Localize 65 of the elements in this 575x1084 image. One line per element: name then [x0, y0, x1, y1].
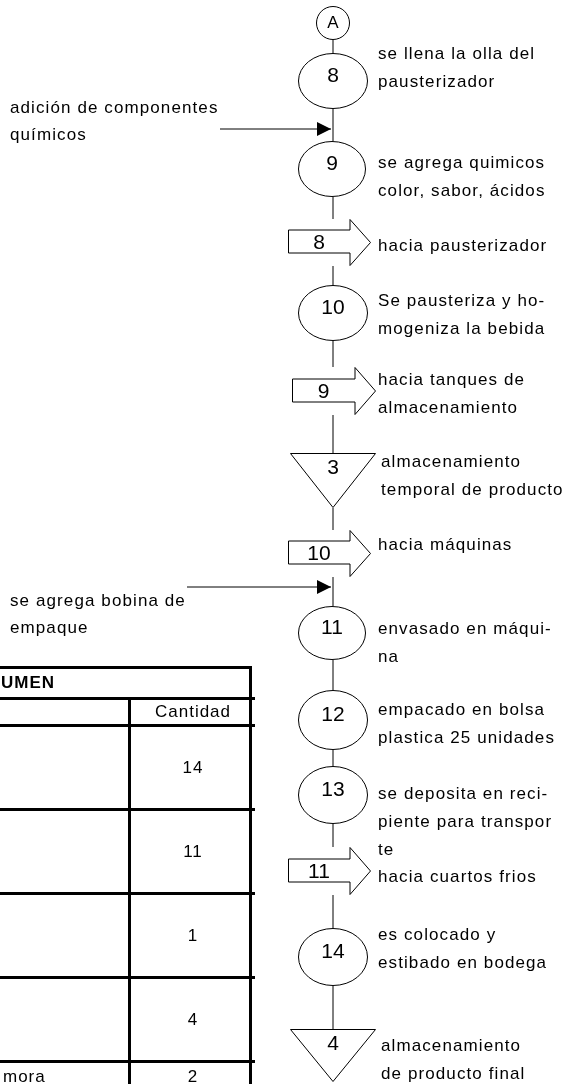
flow-line — [332, 108, 334, 142]
step-number: 10 — [306, 542, 332, 563]
step-description: Se pausteriza y ho- mogeniza la bebida — [378, 290, 547, 340]
storage-triangle — [290, 453, 376, 508]
table-value: 4 — [187, 1009, 199, 1030]
transport-symbol — [288, 219, 371, 266]
flow-line — [332, 894, 334, 929]
flow-line — [332, 985, 334, 1030]
flow-line — [332, 39, 334, 54]
step-description: hacia tanques de almacenamiento — [378, 369, 527, 419]
table-value: 14 — [182, 757, 204, 778]
step-number: 13 — [320, 778, 346, 799]
step-number: 12 — [320, 703, 346, 724]
step-description: empacado en bolsa plastica 25 unidades — [378, 699, 556, 749]
operation-circle — [298, 141, 366, 197]
step-description: hacia pausterizador — [378, 235, 549, 257]
step-description: es colocado y estibado en bodega — [378, 924, 549, 974]
step-description: almacenamiento temporal de producto — [381, 451, 565, 501]
table-value: 2 — [187, 1066, 199, 1084]
step-number: 14 — [320, 940, 346, 961]
table-title: UMEN — [1, 673, 56, 693]
flow-line — [332, 265, 334, 286]
flow-line — [332, 659, 334, 691]
transport-symbol — [292, 367, 376, 415]
connector-circle — [316, 6, 350, 40]
step-description: se agrega quimicos color, sabor, ácidos — [378, 152, 547, 202]
step-number: 3 — [326, 456, 340, 477]
step-description: hacia cuartos frios — [378, 866, 538, 888]
step-number: A — [326, 14, 340, 31]
step-description: se llena la olla del pausterizador — [378, 43, 537, 93]
flow-line — [332, 576, 334, 607]
operation-circle — [298, 53, 368, 109]
flow-line — [332, 823, 334, 848]
step-number: 8 — [326, 64, 340, 85]
storage-triangle — [290, 1029, 376, 1082]
flow-line — [332, 196, 334, 220]
transport-symbol — [288, 847, 371, 895]
table-value: 11 — [183, 841, 203, 862]
flow-line — [219, 122, 332, 136]
flow-line — [332, 414, 334, 454]
operation-circle — [298, 766, 368, 824]
step-number: 10 — [320, 296, 346, 317]
step-number: 11 — [307, 860, 331, 881]
operation-circle — [298, 285, 368, 341]
step-description: almacenamiento de producto final — [381, 1035, 527, 1084]
flow-line — [332, 749, 334, 767]
step-description: hacia máquinas — [378, 534, 514, 556]
flow-line — [186, 580, 332, 594]
table-value: mora — [3, 1066, 46, 1084]
table-value: 1 — [187, 925, 199, 946]
step-number: 4 — [326, 1032, 340, 1053]
transport-symbol — [288, 530, 371, 577]
operation-circle — [298, 928, 368, 986]
note-text: se agrega bobina de empaque — [10, 587, 205, 641]
flow-line — [332, 507, 334, 531]
operation-circle — [298, 690, 368, 750]
flow-line — [332, 340, 334, 368]
operation-circle — [298, 606, 366, 660]
step-number: 9 — [316, 380, 331, 401]
step-description: envasado en máqui- na — [378, 618, 553, 668]
step-number: 8 — [312, 231, 326, 252]
step-number: 9 — [325, 152, 339, 173]
column-header: Cantidad — [154, 702, 232, 722]
note-text: adición de componentes químicos — [10, 94, 250, 148]
step-number: 11 — [320, 616, 344, 637]
